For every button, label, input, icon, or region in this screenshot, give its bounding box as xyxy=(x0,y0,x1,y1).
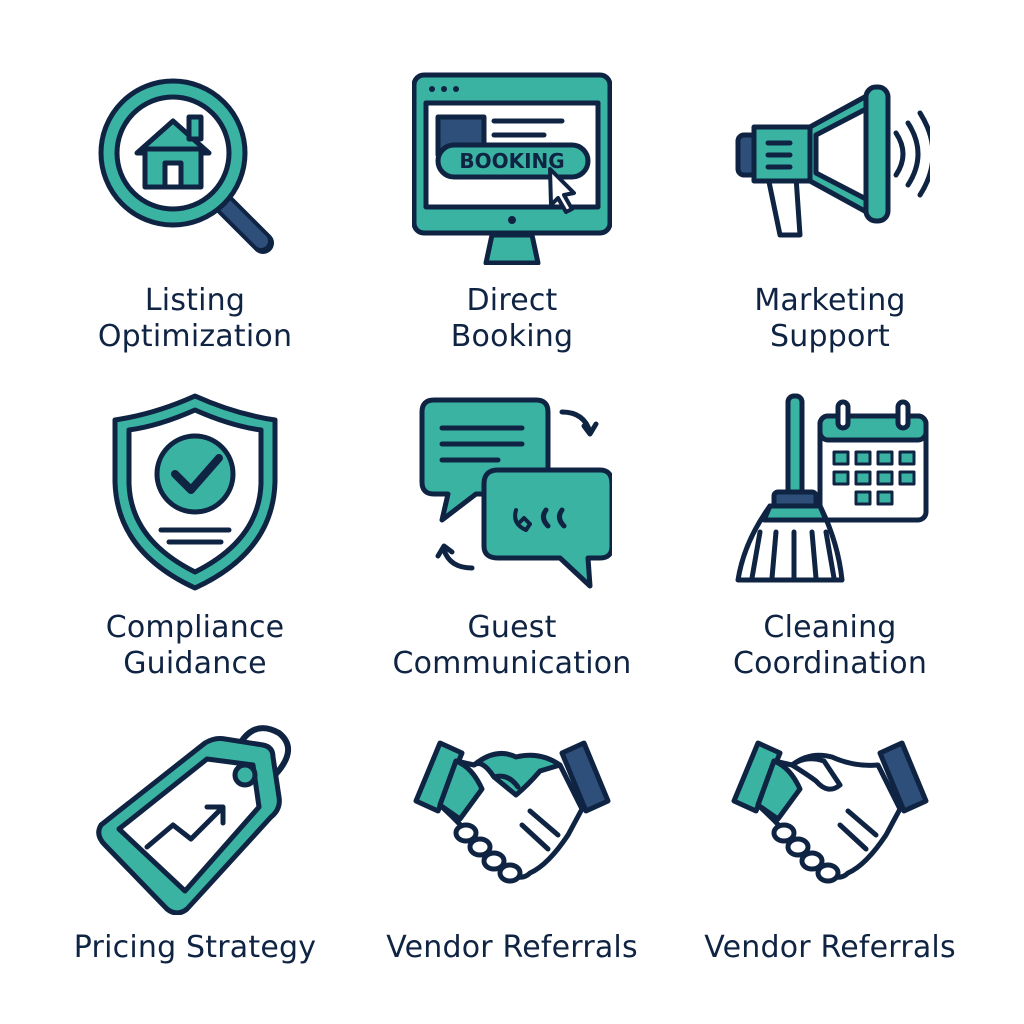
tile-vendor-referrals: Vendor Referrals xyxy=(680,715,980,1015)
tile-cleaning-coordination: Cleaning Coordination xyxy=(680,392,980,692)
label-line-2: Support xyxy=(770,319,890,354)
tile-label: Vendor Referrals xyxy=(660,930,1000,966)
label-line-1: Vendor Referrals xyxy=(386,930,638,965)
chat-bubbles-icon xyxy=(412,392,612,592)
tile-vendor-referrals: Vendor Referrals xyxy=(362,715,662,1015)
tile-label: Compliance Guidance xyxy=(25,610,365,682)
shield-check-icon xyxy=(95,392,295,592)
label-line-1: Direct xyxy=(466,283,558,318)
label-line-1: Cleaning xyxy=(763,610,897,645)
broom-calendar-icon xyxy=(730,392,930,592)
tile-listing-optimization: Listing Optimization xyxy=(45,65,345,365)
tile-label: Guest Communication xyxy=(342,610,682,682)
megaphone-icon xyxy=(730,65,930,265)
label-line-2: Communication xyxy=(392,646,632,681)
tile-label: Pricing Strategy xyxy=(25,930,365,966)
tile-compliance-guidance: Compliance Guidance xyxy=(45,392,345,692)
label-line-1: Compliance xyxy=(105,610,285,645)
label-line-2: Guidance xyxy=(123,646,267,681)
tile-label: Vendor Referrals xyxy=(342,930,682,966)
tile-pricing-strategy: Pricing Strategy xyxy=(45,715,345,1015)
label-line-1: Vendor Referrals xyxy=(704,930,956,965)
label-line-1: Pricing Strategy xyxy=(73,930,317,965)
tile-marketing-support: Marketing Support xyxy=(680,65,980,365)
tile-label: Marketing Support xyxy=(660,283,1000,355)
handshake-icon xyxy=(730,715,930,915)
label-line-2: Coordination xyxy=(732,646,928,681)
tile-label: Cleaning Coordination xyxy=(660,610,1000,682)
handshake-icon xyxy=(412,715,612,915)
booking-button-text: BOOKING xyxy=(459,149,564,173)
tile-label: Direct Booking xyxy=(342,283,682,355)
label-line-2: Booking xyxy=(450,319,574,354)
label-line-1: Listing xyxy=(144,283,246,318)
tile-guest-communication: Guest Communication xyxy=(362,392,662,692)
price-tag-icon xyxy=(95,715,295,915)
tile-direct-booking: BOOKING Direct Booking xyxy=(362,65,662,365)
house-search-icon xyxy=(95,65,295,265)
label-line-2: Optimization xyxy=(97,319,293,354)
label-line-1: Marketing xyxy=(754,283,906,318)
tile-label: Listing Optimization xyxy=(25,283,365,355)
booking-monitor-icon: BOOKING xyxy=(412,65,612,265)
label-line-1: Guest xyxy=(467,610,557,645)
